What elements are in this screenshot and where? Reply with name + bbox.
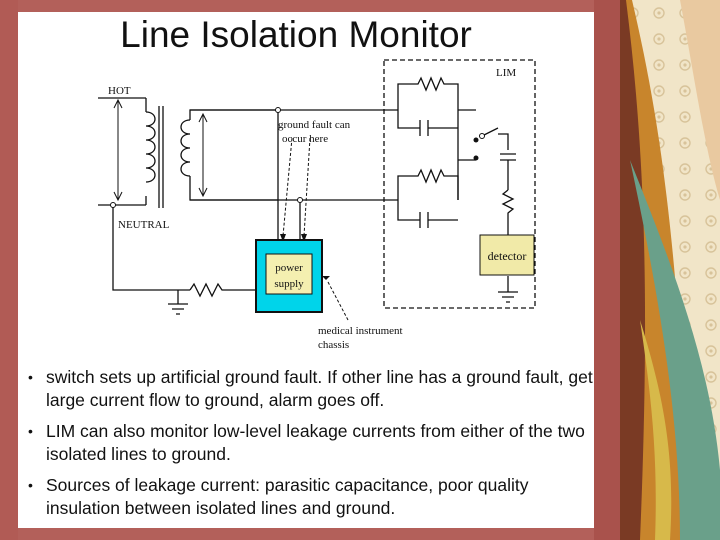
bullet-item: • Sources of leakage current: parasitic c… <box>26 474 594 520</box>
bullet-text: Sources of leakage current: parasitic ca… <box>46 475 529 518</box>
slide-frame-right <box>594 0 620 540</box>
power-supply-label-2: supply <box>274 278 304 290</box>
bullet-dot: • <box>28 423 33 439</box>
chassis-label-1: medical instrument <box>318 325 403 337</box>
slide-title: Line Isolation Monitor <box>120 14 472 55</box>
bullet-dot: • <box>28 477 33 493</box>
detector-label: detector <box>488 249 527 263</box>
slide-frame-left <box>0 0 18 540</box>
lim-label: LIM <box>496 67 516 79</box>
decorative-swirl-panel <box>620 0 720 540</box>
bullet-text: LIM can also monitor low-level leakage c… <box>46 421 585 464</box>
bullet-text: switch sets up artificial ground fault. … <box>46 367 593 410</box>
fault-label-2: occur here <box>282 133 328 145</box>
chassis-label-2: chassis <box>318 339 349 351</box>
bullet-item: • switch sets up artificial ground fault.… <box>26 366 594 412</box>
bullet-item: • LIM can also monitor low-level leakage … <box>26 420 594 466</box>
slide-content: Line Isolation Monitor <box>18 12 594 528</box>
neutral-label: NEUTRAL <box>118 219 170 231</box>
bullet-dot: • <box>28 369 33 385</box>
power-supply-label-1: power <box>275 262 303 274</box>
bullet-list: • switch sets up artificial ground fault.… <box>26 366 594 528</box>
fault-label-1: ground fault can <box>278 119 351 131</box>
lim-circuit-diagram: power supply detector HOT NEUTRAL LIM gr… <box>78 50 538 360</box>
hot-label: HOT <box>108 85 131 97</box>
